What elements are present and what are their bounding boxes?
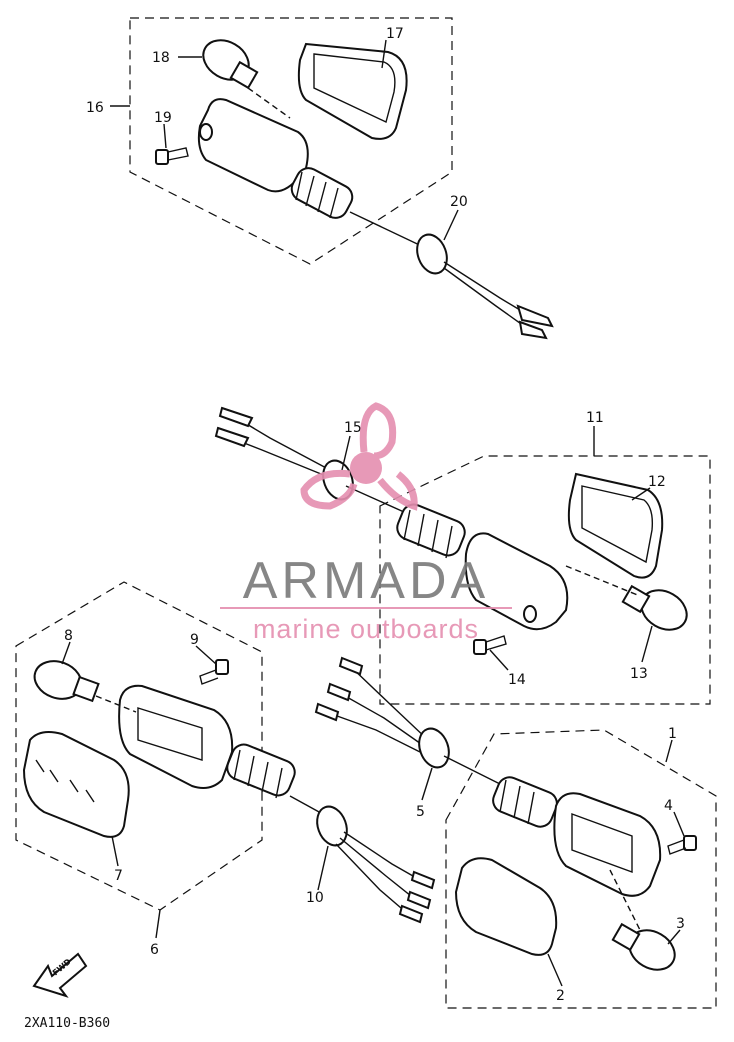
leader-bulb8 <box>95 695 137 713</box>
propeller-logo-icon <box>300 402 418 511</box>
screw-4 <box>667 835 697 855</box>
leader-bulb-to-housing <box>247 87 291 119</box>
leader-4 <box>673 811 685 837</box>
leader-19 <box>163 123 167 149</box>
lens-7 <box>22 731 130 838</box>
leader-15 <box>341 435 351 471</box>
callout-16: 16 <box>86 100 104 116</box>
watermark-subtitle: marine outboards <box>253 614 479 644</box>
watermark: ARMADA marine outboards <box>220 402 512 644</box>
group-1-boundary <box>445 729 717 1009</box>
screw-19 <box>155 147 189 165</box>
watermark-title: ARMADA <box>243 552 489 610</box>
assembly-group-11: 11 12 13 14 15 <box>214 406 711 705</box>
leader-1 <box>665 739 673 763</box>
leader-14 <box>489 649 509 671</box>
leader-8 <box>61 641 71 665</box>
callout-17: 17 <box>386 26 404 42</box>
assembly-group-6: 8 9 7 10 6 <box>15 581 436 958</box>
callout-19: 19 <box>154 110 172 126</box>
leader-13 <box>641 625 653 663</box>
housing-6 <box>118 684 234 789</box>
leader-7 <box>111 835 119 867</box>
grommet-5 <box>314 656 501 785</box>
leader-bulb3 <box>609 869 641 931</box>
bulb-3 <box>611 922 676 971</box>
stem-16 <box>290 167 431 251</box>
housing-16 <box>197 98 309 193</box>
callout-9: 9 <box>190 632 199 648</box>
lens-17 <box>297 42 408 140</box>
bulb-8 <box>33 660 100 703</box>
leader-3 <box>667 929 681 945</box>
leader-12 <box>631 487 651 501</box>
leader-20 <box>443 209 459 241</box>
leader-10 <box>317 845 329 891</box>
callout-6: 6 <box>150 942 159 958</box>
group-11-boundary <box>379 455 711 705</box>
bulb-18 <box>202 39 259 90</box>
leader-5 <box>421 767 433 801</box>
stem-6 <box>226 743 331 819</box>
callout-5: 5 <box>416 804 425 820</box>
assembly-group-1: 1 2 3 4 5 <box>314 656 717 1009</box>
screw-9 <box>199 659 229 685</box>
leader-2 <box>547 953 563 987</box>
callout-1: 1 <box>668 726 677 742</box>
housing-11 <box>464 532 569 631</box>
callout-14: 14 <box>508 672 526 688</box>
callout-8: 8 <box>64 628 73 644</box>
callout-20: 20 <box>450 194 468 210</box>
diagram-code: 2XA110-B360 <box>24 1016 110 1031</box>
callout-10: 10 <box>306 890 324 906</box>
bulb-13 <box>621 584 688 631</box>
lens-12 <box>567 472 664 579</box>
stem-1 <box>492 776 558 828</box>
group-16-boundary <box>129 17 453 265</box>
leader-17 <box>381 39 387 69</box>
group-6-boundary <box>15 581 263 911</box>
callout-12: 12 <box>648 474 666 490</box>
callout-15: 15 <box>344 420 362 436</box>
callout-11: 11 <box>586 410 604 426</box>
housing-1 <box>553 792 662 897</box>
callout-4: 4 <box>664 798 673 814</box>
leader-6 <box>155 909 161 939</box>
leader-bulb13 <box>565 565 641 597</box>
callout-7: 7 <box>114 868 123 884</box>
grommet-10 <box>316 805 436 924</box>
callout-18: 18 <box>152 50 170 66</box>
leader-9 <box>195 645 217 665</box>
callout-2: 2 <box>556 988 565 1004</box>
lens-2 <box>454 857 558 956</box>
callout-13: 13 <box>630 666 648 682</box>
grommet-20 <box>416 233 554 340</box>
callout-3: 3 <box>676 916 685 932</box>
assembly-group-16: 18 17 16 19 20 <box>86 17 554 340</box>
forward-arrow: FWD <box>32 952 88 998</box>
screw-14 <box>473 635 507 655</box>
stem-11 <box>396 503 466 559</box>
